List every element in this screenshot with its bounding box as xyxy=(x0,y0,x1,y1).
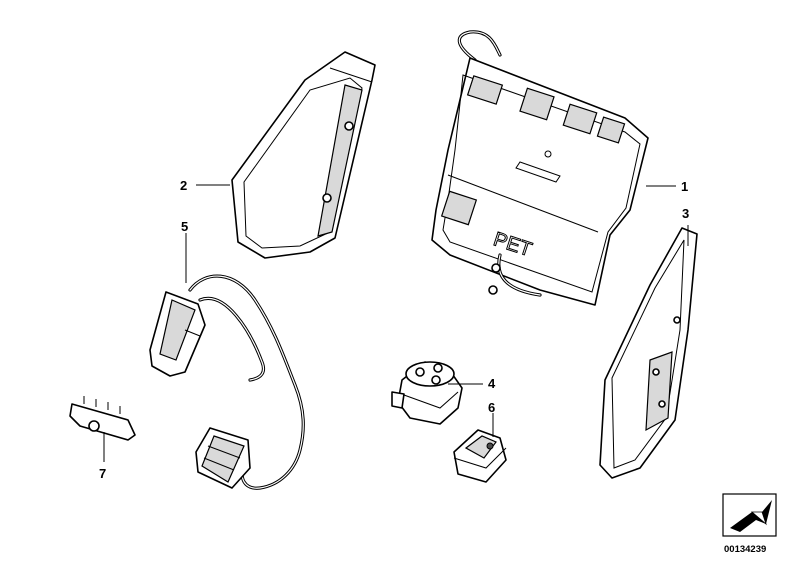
callout-2: 2 xyxy=(180,178,187,193)
callouts: 2 1 3 5 4 6 7 xyxy=(99,178,689,481)
part-1-sensor-mat: PET xyxy=(431,30,649,306)
part-6-small-switch xyxy=(453,429,507,483)
reference-box: 00134239 xyxy=(722,493,777,555)
callout-1: 1 xyxy=(681,179,688,194)
callout-4: 4 xyxy=(488,376,496,391)
callout-5: 5 xyxy=(181,219,188,234)
callout-3: 3 xyxy=(682,206,689,221)
reference-number: 00134239 xyxy=(724,544,766,555)
callout-7: 7 xyxy=(99,466,106,481)
folded-corner-arrow-icon xyxy=(730,500,772,532)
leader-lines xyxy=(103,184,689,462)
part-2-side-panel xyxy=(231,51,376,259)
callout-6: 6 xyxy=(488,400,495,415)
part-5-wiring-harness xyxy=(149,274,305,490)
part-3-side-trim xyxy=(599,227,698,479)
part-4-switch xyxy=(391,361,463,425)
part-7-clip xyxy=(69,396,136,441)
